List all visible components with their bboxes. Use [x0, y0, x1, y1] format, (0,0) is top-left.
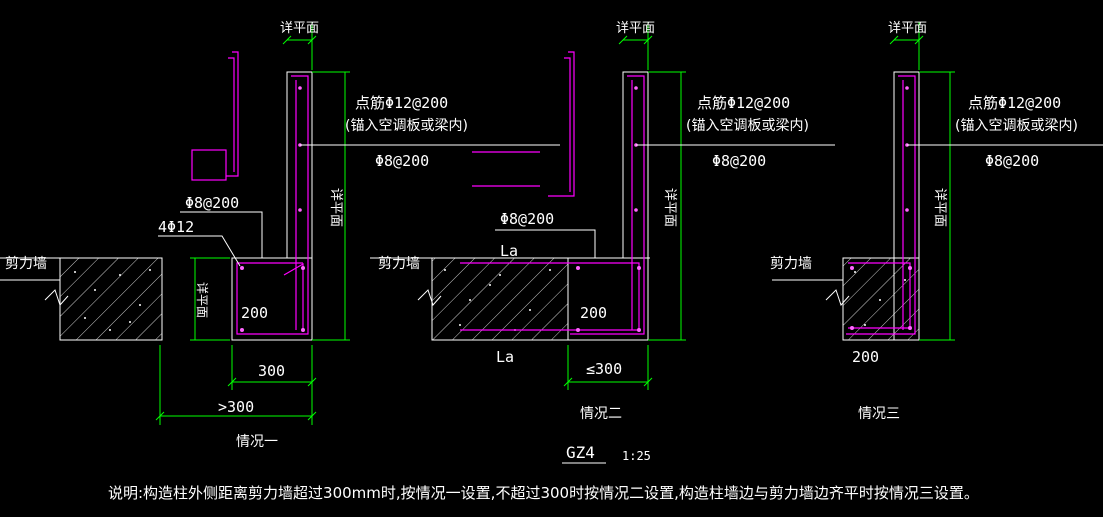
case2-detail-plane-top: 详平面 [616, 21, 655, 36]
case1-dim-300: 300 [258, 362, 285, 380]
case1-stirrup-right: Φ8@200 [375, 152, 429, 170]
case2-stirrup-label: Φ8@200 [500, 210, 554, 228]
case2-detail-plane-side: 详平面 [662, 188, 677, 227]
case2-shear-wall [431, 257, 569, 341]
case1-column [231, 257, 313, 341]
case3-concrete-dots [854, 271, 906, 326]
case2-la-bottom: La [496, 348, 514, 366]
case1-concrete-dots [74, 269, 151, 331]
case1-detail-plane-side: 详平面 [328, 188, 343, 227]
case1-shear-wall-label: 剪力墙 [5, 256, 47, 272]
case1-dim-200: 200 [241, 304, 268, 322]
case3-wall-vertical [893, 71, 920, 341]
drawing-scale: 1:25 [622, 449, 651, 463]
case1-anchor-note: (锚入空调板或梁内) [345, 118, 468, 134]
case3-anchor-note: (锚入空调板或梁内) [955, 118, 1078, 134]
case1-detail-plane-top: 详平面 [280, 21, 319, 36]
drawing-note: 说明:构造柱外侧距离剪力墙超过300mm时,按情况一设置,不超过300时按情况二… [108, 484, 979, 502]
case3-detail-plane-side: 详平面 [932, 188, 947, 227]
case3-rebar-outline [846, 75, 916, 335]
case3-dim-200: 200 [852, 348, 879, 366]
case1-point-rebar: 点筋Φ12@200 [355, 94, 448, 112]
case2-title: 情况二 [580, 406, 622, 422]
case1-shear-wall [59, 257, 163, 341]
case2-shear-wall-label: 剪力墙 [378, 256, 420, 272]
drawing-title: GZ4 [566, 443, 595, 462]
case3-shear-wall-label: 剪力墙 [770, 256, 812, 272]
case3-title: 情况三 [858, 406, 900, 422]
case1-long-rebar-label: 4Φ12 [158, 218, 194, 236]
case3-stirrup-right: Φ8@200 [985, 152, 1039, 170]
case2-dim-200: 200 [580, 304, 607, 322]
case3-point-rebar: 点筋Φ12@200 [968, 94, 1061, 112]
case2-dim-le300: ≤300 [586, 360, 622, 378]
case1-title: 情况一 [236, 434, 278, 450]
case2-rebar-outline [570, 75, 645, 335]
case2-la-top: La [500, 242, 518, 260]
case1-dim-gt300: >300 [218, 398, 254, 416]
case3-group: 剪力墙 详平面 详平面 点筋Φ12@200 (锚入空调板或梁内) Φ8@200 … [770, 21, 1103, 422]
case3-detail-plane-top: 详平面 [888, 21, 927, 36]
case1-wall-vertical [286, 71, 313, 259]
case2-column [567, 257, 649, 341]
case2-point-rebar: 点筋Φ12@200 [697, 94, 790, 112]
case2-stirrup-right: Φ8@200 [712, 152, 766, 170]
case1-group: 剪力墙 详平面 详平面 详平面 300 [0, 21, 560, 450]
case2-anchor-note: (锚入空调板或梁内) [686, 118, 809, 134]
case1-stirrup-label: Φ8@200 [185, 194, 239, 212]
case1-detail-plane-left: 详平面 [195, 282, 210, 318]
case2-group: 剪力墙 详平面 详平面 ≤300 Φ8@200 La La 200 [370, 21, 835, 422]
case1-rebar-outline [236, 75, 309, 335]
